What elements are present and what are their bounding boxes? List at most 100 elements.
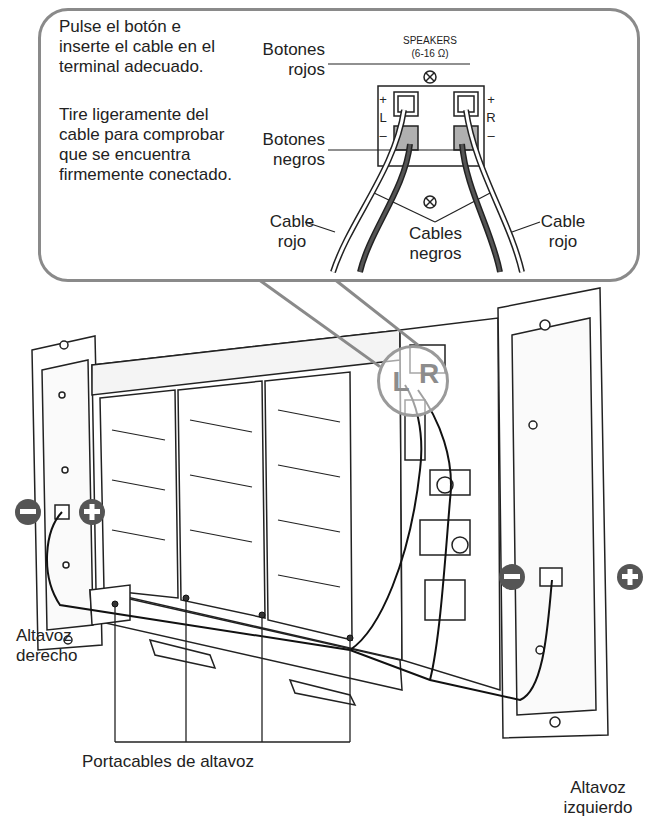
tv-back-panel	[112, 530, 165, 540]
right-speaker	[550, 717, 560, 727]
terminal-block	[394, 126, 418, 150]
polarity-symbol	[15, 499, 643, 590]
tv-back-panel	[278, 465, 340, 477]
tv-stand	[90, 590, 402, 690]
cable-holders	[347, 635, 353, 641]
speaker-cable	[418, 390, 451, 680]
channel-mark: R	[484, 110, 498, 126]
cable-holder-bracket	[349, 641, 350, 742]
terminal-block	[424, 196, 436, 208]
leader-line	[328, 149, 470, 150]
terminal-cable	[360, 144, 410, 272]
part-label: Cable rojo	[533, 212, 593, 252]
tv-stand	[90, 585, 130, 625]
tv-stand	[290, 680, 355, 705]
speaker-cable	[47, 385, 552, 700]
part-label: Cable rojo	[262, 212, 322, 252]
part-label: Cables negros	[393, 224, 478, 264]
right-speaker	[540, 568, 562, 586]
tv-back-panel	[278, 520, 340, 532]
polarity-mark: –	[376, 128, 390, 144]
polarity-symbol	[617, 564, 643, 590]
terminal-block	[426, 73, 434, 81]
terminal-cable	[333, 110, 404, 272]
left-speaker	[32, 336, 102, 650]
terminal-block	[394, 92, 418, 116]
node-text: L	[388, 366, 414, 398]
terminal-block	[426, 73, 434, 81]
left-speaker	[60, 341, 68, 349]
part-label: Portacables de altavoz	[82, 752, 352, 772]
terminal-cable	[462, 144, 500, 272]
leader-line	[435, 192, 492, 222]
cable-holders	[112, 601, 118, 607]
terminal-block	[426, 198, 434, 206]
part-label: Botones negros	[240, 130, 325, 170]
terminal-cable	[466, 110, 522, 272]
tv-back-panel	[92, 330, 402, 660]
right-speaker	[529, 421, 537, 429]
polarity-symbol	[499, 564, 525, 590]
terminal-cable	[462, 144, 500, 272]
tv-back-panel	[92, 330, 400, 395]
leader-line	[512, 222, 540, 232]
left-speaker	[42, 360, 93, 630]
tv-back-panel	[112, 480, 165, 490]
leader-line	[305, 64, 540, 232]
tv-back-panel	[112, 410, 340, 587]
polarity-symbol	[15, 499, 41, 525]
tv-back-panel	[190, 530, 252, 542]
cable-holder-bracket	[261, 618, 262, 742]
terminal-cable	[360, 144, 410, 272]
tv-connector-area	[452, 537, 468, 553]
tv-connector-area	[420, 520, 470, 555]
node-text: R	[416, 358, 442, 390]
terminal-cable	[466, 110, 522, 272]
polarity-mark: –	[484, 128, 498, 144]
tv-back-panel	[265, 372, 352, 640]
right-speaker	[540, 320, 550, 330]
cable-holders	[259, 612, 265, 618]
terminal-block	[426, 198, 434, 206]
tv-stand	[90, 585, 402, 705]
terminal-cable	[333, 110, 404, 272]
terminal-title: SPEAKERS	[385, 34, 475, 47]
terminal-block	[454, 126, 478, 150]
leader-line	[372, 192, 435, 222]
cable-holders	[112, 595, 353, 641]
right-speaker	[512, 318, 596, 715]
terminal-impedance: (6-16 Ω)	[385, 47, 475, 60]
terminal-block	[378, 86, 484, 166]
tv-back-panel	[278, 410, 340, 422]
terminal-block	[378, 71, 484, 208]
polarity-symbol	[628, 569, 633, 585]
polarity-symbol	[84, 509, 100, 514]
part-label: Altavoz izquierdo	[553, 778, 643, 818]
polarity-mark: +	[376, 92, 390, 108]
cable-holder-bracket	[115, 741, 350, 742]
node-text: Pulse el botón e inserte el cable en el …	[59, 17, 234, 77]
cable-holder-bracket	[185, 601, 186, 742]
left-speaker	[59, 392, 65, 398]
tv-back-panel	[190, 475, 252, 487]
node-text: Tire ligeramente del cable para comproba…	[59, 105, 239, 185]
terminal-block	[424, 71, 436, 83]
channel-mark: L	[376, 110, 390, 126]
polarity-symbol	[622, 574, 638, 579]
callout-tail	[260, 281, 418, 367]
tv-back-panel	[100, 390, 178, 598]
terminal-block	[398, 96, 414, 112]
tv-connector-area	[437, 477, 453, 493]
tv-back-panel	[92, 330, 402, 660]
terminal-cable	[333, 110, 522, 272]
leader-line	[328, 63, 470, 64]
left-speaker	[62, 467, 68, 473]
cable-holder-bracket	[115, 601, 350, 742]
magnifier-circle: LR	[377, 345, 449, 417]
part-label: Altavoz derecho	[16, 626, 96, 666]
cable-holders	[183, 595, 189, 601]
left-speaker	[55, 505, 69, 519]
speaker-cable	[47, 512, 552, 700]
polarity-mark: +	[484, 92, 498, 108]
